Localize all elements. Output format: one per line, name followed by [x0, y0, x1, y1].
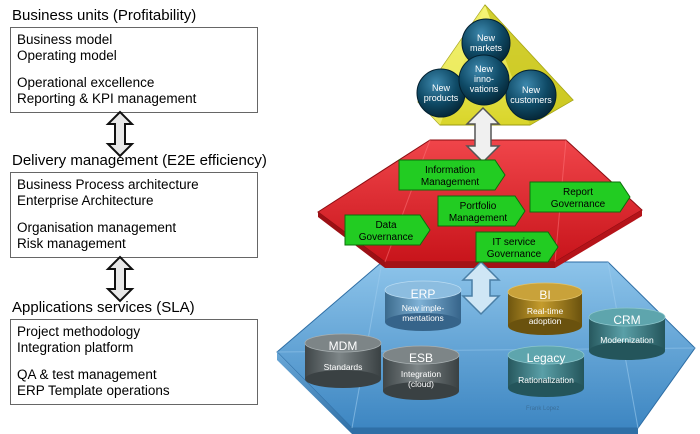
applications-services-box: Project methodology Integration platform…: [10, 319, 258, 405]
watermark: Frank Lopez: [526, 406, 559, 412]
ball-label: vations: [470, 84, 499, 94]
double-arrow-icon: [105, 255, 135, 303]
section-title-business-units: Business units (Profitability): [12, 7, 197, 24]
box-line: Integration platform: [17, 340, 134, 355]
tag-label: Report: [563, 187, 593, 198]
double-arrow-icon: [461, 260, 501, 316]
tag-label: Management: [421, 177, 480, 188]
ball-new-products: New products: [416, 68, 466, 118]
ball-new-customers: New customers: [505, 69, 557, 121]
cylinder-mdm: MDM Standards: [304, 333, 382, 388]
box-line: Business model: [17, 32, 113, 47]
cylinder-sub: Rationalization: [518, 375, 574, 385]
cylinder-sub: mentations: [402, 313, 444, 323]
tag-portfolio-management: Portfolio Management: [437, 195, 526, 227]
ball-label: New: [475, 64, 494, 74]
box-line: Project methodology: [17, 324, 141, 339]
cylinder-sub: Modernization: [600, 335, 654, 345]
tag-data-governance: Data Governance: [344, 214, 431, 246]
section-title-applications-services: Applications services (SLA): [12, 299, 195, 316]
box-line: Enterprise Architecture: [17, 193, 154, 208]
delivery-management-box: Business Process architecture Enterprise…: [10, 172, 258, 258]
ball-label: markets: [470, 43, 503, 53]
cylinder-title: Legacy: [527, 351, 566, 365]
business-units-box: Business model Operating model Operation…: [10, 27, 258, 113]
box-line: Organisation management: [17, 220, 177, 235]
box-line: Business Process architecture: [17, 177, 199, 192]
ball-label: New: [477, 33, 496, 43]
tag-label: IT service: [492, 237, 536, 248]
cylinder-sub: Integration: [401, 369, 441, 379]
box-line: ERP Template operations: [17, 383, 170, 398]
bottom-layer: [276, 261, 696, 434]
cylinder-sub: Standards: [324, 362, 363, 372]
box-line: Reporting & KPI management: [17, 91, 197, 106]
cylinder-title: ERP: [411, 287, 436, 301]
tag-label: Portfolio: [460, 201, 497, 212]
tag-label: Data: [375, 220, 397, 231]
cylinder-sub: Real-time: [527, 306, 564, 316]
ball-label: products: [424, 93, 459, 103]
cylinder-title: CRM: [613, 313, 640, 327]
cylinder-sub: adoption: [529, 316, 562, 326]
cylinder-bi: BI Real-time adoption: [507, 282, 583, 335]
tag-label: Governance: [487, 249, 542, 260]
ball-new-innovations: New inno- vations: [458, 54, 510, 106]
box-line: Risk management: [17, 236, 126, 251]
ball-label: New: [432, 83, 451, 93]
cylinder-title: MDM: [329, 339, 358, 353]
section-title-delivery-management: Delivery management (E2E efficiency): [12, 152, 267, 169]
cylinder-title: BI: [539, 288, 550, 302]
cylinder-esb: ESB Integration (cloud): [382, 345, 460, 400]
tag-label: Governance: [359, 232, 414, 243]
box-line: Operating model: [17, 48, 117, 63]
tag-information-management: Information Management: [398, 159, 506, 191]
cylinder-title: ESB: [409, 351, 433, 365]
cylinder-sub: (cloud): [408, 379, 434, 389]
tag-it-service-governance: IT service Governance: [475, 231, 559, 263]
ball-label: inno-: [474, 74, 494, 84]
box-line: QA & test management: [17, 367, 157, 382]
cylinder-crm: CRM Modernization: [588, 307, 666, 360]
tag-label: Governance: [551, 199, 606, 210]
cylinder-erp: ERP New imple- mentations: [384, 280, 462, 331]
cylinder-legacy: Legacy Rationalization: [507, 345, 585, 397]
cylinder-sub: New imple-: [402, 303, 445, 313]
tag-label: Information: [425, 165, 475, 176]
box-line: Operational excellence: [17, 75, 155, 90]
double-arrow-icon: [105, 110, 135, 158]
tag-label: Management: [449, 213, 508, 224]
ball-label: New: [522, 85, 541, 95]
ball-label: customers: [510, 95, 552, 105]
tag-report-governance: Report Governance: [529, 181, 631, 213]
